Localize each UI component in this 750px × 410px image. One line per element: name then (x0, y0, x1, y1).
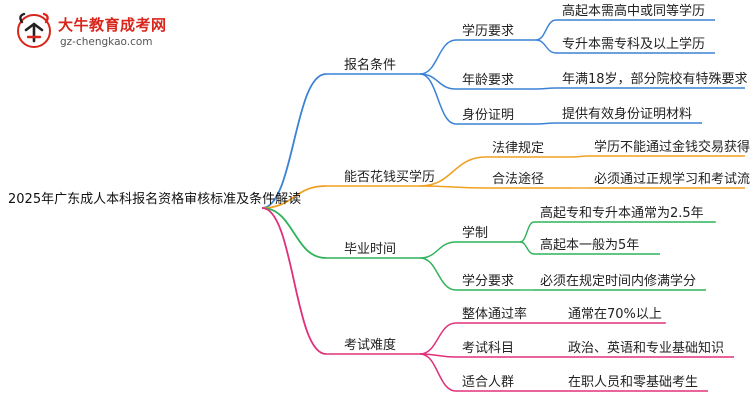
sub-topic-1-2[interactable]: 年龄要求 (462, 73, 514, 88)
leaf-1-1-2[interactable]: 专升本需专科及以上学历 (562, 36, 705, 52)
sub-link-1-3 (419, 73, 457, 125)
mind-map-links (261, 19, 745, 392)
sub-topic-2-2[interactable]: 合法途径 (492, 171, 544, 187)
leaf-link-1-3-1 (535, 122, 557, 125)
sub-topic-1-1[interactable]: 学历要求 (462, 23, 514, 39)
sub-link-2-1 (419, 156, 487, 187)
leaf-4-2-1[interactable]: 政治、英语和专业基础知识 (568, 340, 724, 356)
sub-link-2-2 (419, 185, 487, 189)
sub-link-3-1 (419, 241, 457, 259)
leaf-3-1-2[interactable]: 高起本一般为5年 (540, 237, 639, 253)
leaf-2-2-1[interactable]: 必须通过正规学习和考试流程 (594, 171, 750, 187)
mind-map-nodes: 2025年广东成人本科报名资格审核标准及条件解读 报名条件 学历要求 高起本需高中或同… (8, 3, 750, 390)
leaf-3-2-1[interactable]: 必须在规定时间内修满学分 (540, 273, 696, 289)
branch-link-4 (261, 207, 327, 355)
sub-link-3-2 (419, 257, 457, 291)
sub-topic-4-1[interactable]: 整体通过率 (462, 306, 527, 322)
branch-2-label[interactable]: 能否花钱买学历 (344, 169, 435, 185)
sub-topic-4-2[interactable]: 考试科目 (462, 341, 514, 356)
leaf-link-2-1-1 (571, 155, 589, 158)
leaf-link-1-1-1 (535, 19, 557, 41)
branch-4-label[interactable]: 考试难度 (344, 337, 396, 353)
logo-title: 大牛教育成考网 (58, 16, 167, 34)
sub-link-1-1 (419, 39, 457, 75)
branch-link-3 (261, 207, 327, 259)
sub-link-4-1 (419, 322, 457, 355)
branch-link-1 (261, 73, 327, 209)
sub-link-4-3 (419, 353, 457, 392)
sub-topic-3-1[interactable]: 学制 (462, 225, 488, 241)
root-topic[interactable]: 2025年广东成人本科报名资格审核标准及条件解读 (8, 191, 301, 207)
leaf-4-1-1[interactable]: 通常在70%以上 (568, 307, 662, 322)
sub-topic-3-2[interactable]: 学分要求 (462, 273, 514, 289)
leaf-link-1-2-1 (535, 87, 557, 90)
leaf-link-1-1-2 (535, 39, 557, 54)
branch-1-label[interactable]: 报名条件 (344, 57, 396, 73)
leaf-1-2-1[interactable]: 年满18岁，部分院校有特殊要求 (562, 71, 748, 87)
leaf-link-3-1-2 (519, 241, 535, 255)
sub-topic-4-3[interactable]: 适合人群 (462, 375, 514, 390)
leaf-1-1-1[interactable]: 高起本需高中或同等学历 (562, 3, 705, 19)
leaf-1-3-1[interactable]: 提供有效身份证明材料 (562, 106, 692, 122)
sub-topic-1-3[interactable]: 身份证明 (462, 107, 514, 123)
site-logo[interactable]: 大牛教育成考网 gz-chengkao.com (14, 10, 214, 56)
sub-topic-2-1[interactable]: 法律规定 (492, 141, 544, 156)
bull-logo-icon (17, 12, 51, 48)
logo-url: gz-chengkao.com (60, 36, 153, 48)
leaf-4-3-1[interactable]: 在职人员和零基础考生 (568, 375, 698, 390)
leaf-3-1-1[interactable]: 高起专和专升本通常为2.5年 (540, 205, 704, 221)
leaf-2-1-1[interactable]: 学历不能通过金钱交易获得 (594, 139, 750, 155)
leaf-link-3-1-1 (519, 221, 535, 243)
branch-link-2 (261, 185, 327, 209)
branch-3-label[interactable]: 毕业时间 (344, 242, 396, 257)
